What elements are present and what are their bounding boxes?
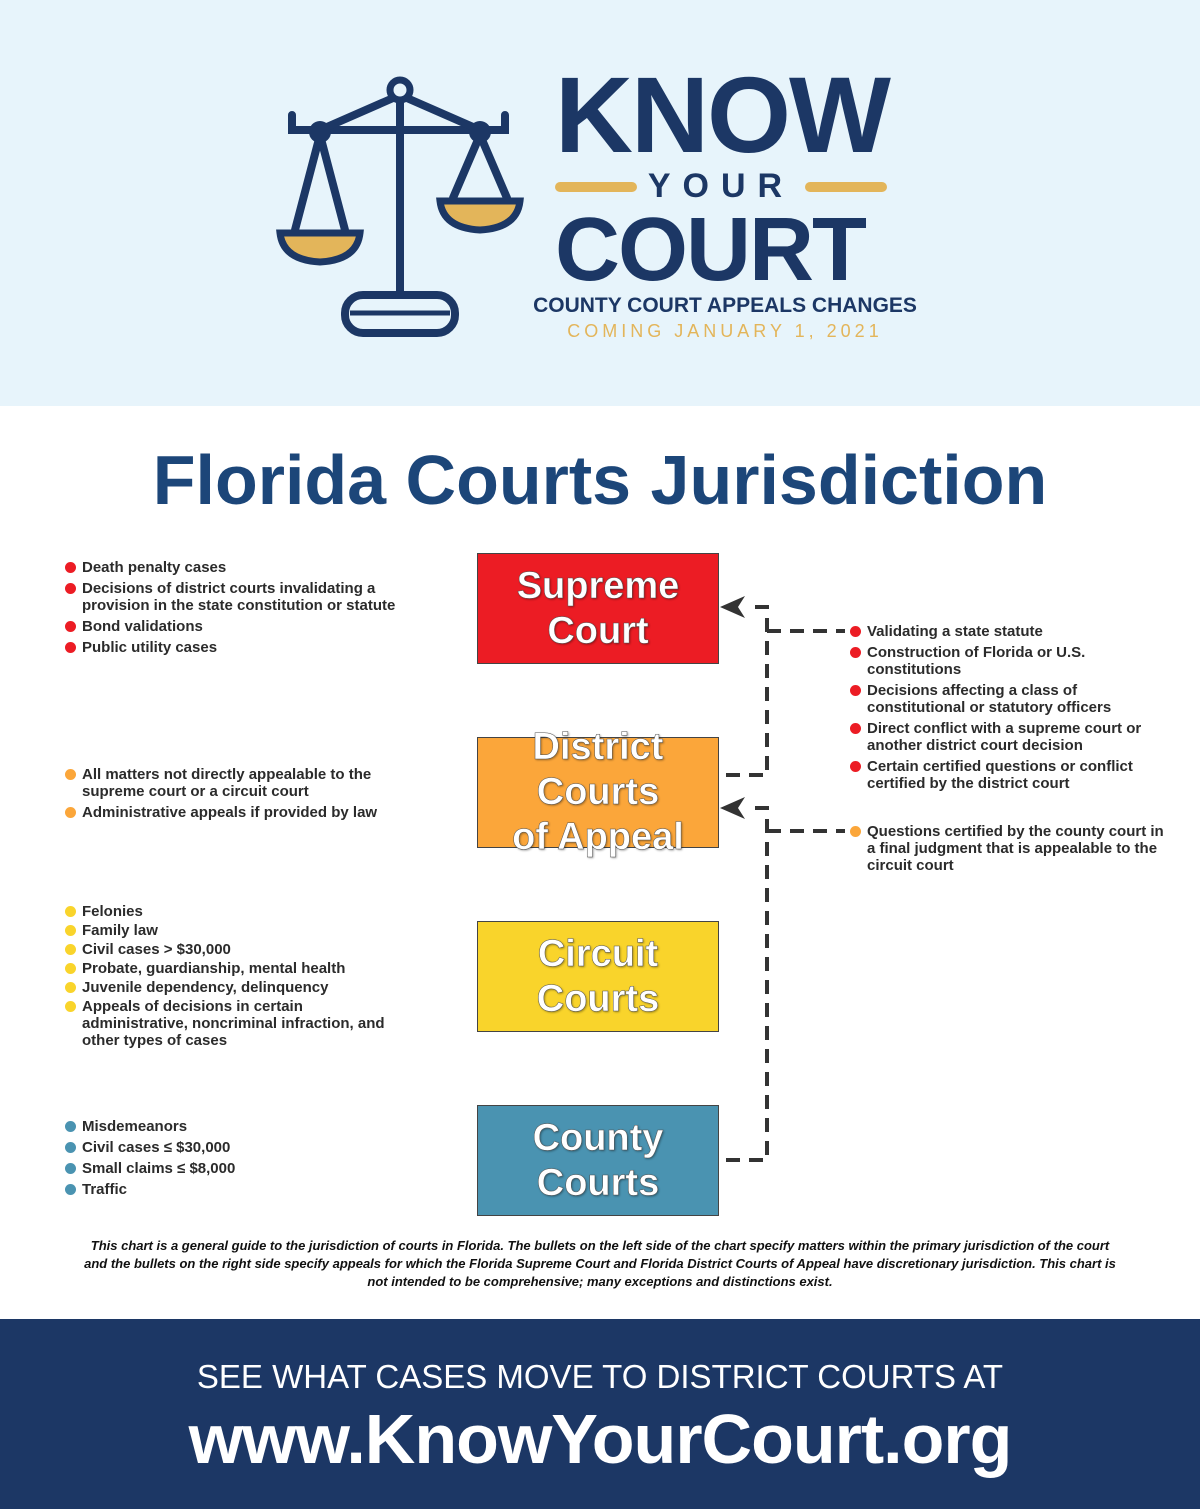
list-item: Traffic	[65, 1181, 395, 1198]
scales-of-justice-icon	[276, 76, 524, 337]
logo-know: KNOW	[555, 54, 891, 175]
list-item: Direct conflict with a supreme court or …	[850, 720, 1170, 754]
footer-text: SEE WHAT CASES MOVE TO DISTRICT COURTS A…	[196, 1358, 1004, 1395]
subtitle: COUNTY COURT APPEALS CHANGES	[533, 294, 917, 317]
appeal-connectors	[720, 596, 845, 1162]
gold-divider	[555, 182, 637, 192]
list-item: Civil cases > $30,000	[65, 941, 395, 958]
gold-divider	[805, 182, 887, 192]
list-item: Juvenile dependency, delinquency	[65, 979, 395, 996]
page-title: Florida Courts Jurisdiction	[152, 441, 1048, 519]
date-text: COMING JANUARY 1, 2021	[567, 321, 883, 341]
list-item: Felonies	[65, 903, 395, 920]
list-item: Small claims ≤ $8,000	[65, 1160, 395, 1177]
arrow-icon	[720, 596, 745, 618]
arrow-icon	[720, 797, 745, 819]
list-item: Misdemeanors	[65, 1118, 395, 1135]
list-item: Civil cases ≤ $30,000	[65, 1139, 395, 1156]
appeals-to-supreme-list: Validating a state statute Construction …	[850, 623, 1170, 796]
list-item: Validating a state statute	[850, 623, 1170, 640]
list-item: Family law	[65, 922, 395, 939]
footer-banner: SEE WHAT CASES MOVE TO DISTRICT COURTS A…	[0, 1319, 1200, 1509]
county-jurisdiction-list: Misdemeanors Civil cases ≤ $30,000 Small…	[65, 1118, 395, 1202]
list-item: Appeals of decisions in certain administ…	[65, 998, 395, 1049]
list-item: Decisions of district courts invalidatin…	[65, 580, 435, 614]
appeals-to-district-list: Questions certified by the county court …	[850, 823, 1170, 878]
district-jurisdiction-list: All matters not directly appealable to t…	[65, 766, 395, 825]
list-item: Decisions affecting a class of constitut…	[850, 682, 1170, 716]
list-item: Public utility cases	[65, 639, 435, 656]
disclaimer-note: This chart is a general guide to the jur…	[84, 1238, 1116, 1289]
list-item: Probate, guardianship, mental health	[65, 960, 395, 977]
logo-court: COURT	[555, 200, 867, 300]
list-item: All matters not directly appealable to t…	[65, 766, 395, 800]
circuit-jurisdiction-list: Felonies Family law Civil cases > $30,00…	[65, 903, 395, 1053]
list-item: Questions certified by the county court …	[850, 823, 1170, 874]
list-item: Death penalty cases	[65, 559, 435, 576]
list-item: Certain certified questions or conflict …	[850, 758, 1170, 792]
list-item: Administrative appeals if provided by la…	[65, 804, 395, 821]
supreme-jurisdiction-list: Death penalty cases Decisions of distric…	[65, 559, 435, 660]
list-item: Construction of Florida or U.S. constitu…	[850, 644, 1170, 678]
list-item: Bond validations	[65, 618, 435, 635]
header-banner: KNOW YOUR COURT COUNTY COURT APPEALS CHA…	[0, 0, 1200, 406]
website-link[interactable]: www.KnowYourCourt.org	[188, 1400, 1013, 1478]
logo-your: YOUR	[647, 167, 795, 205]
